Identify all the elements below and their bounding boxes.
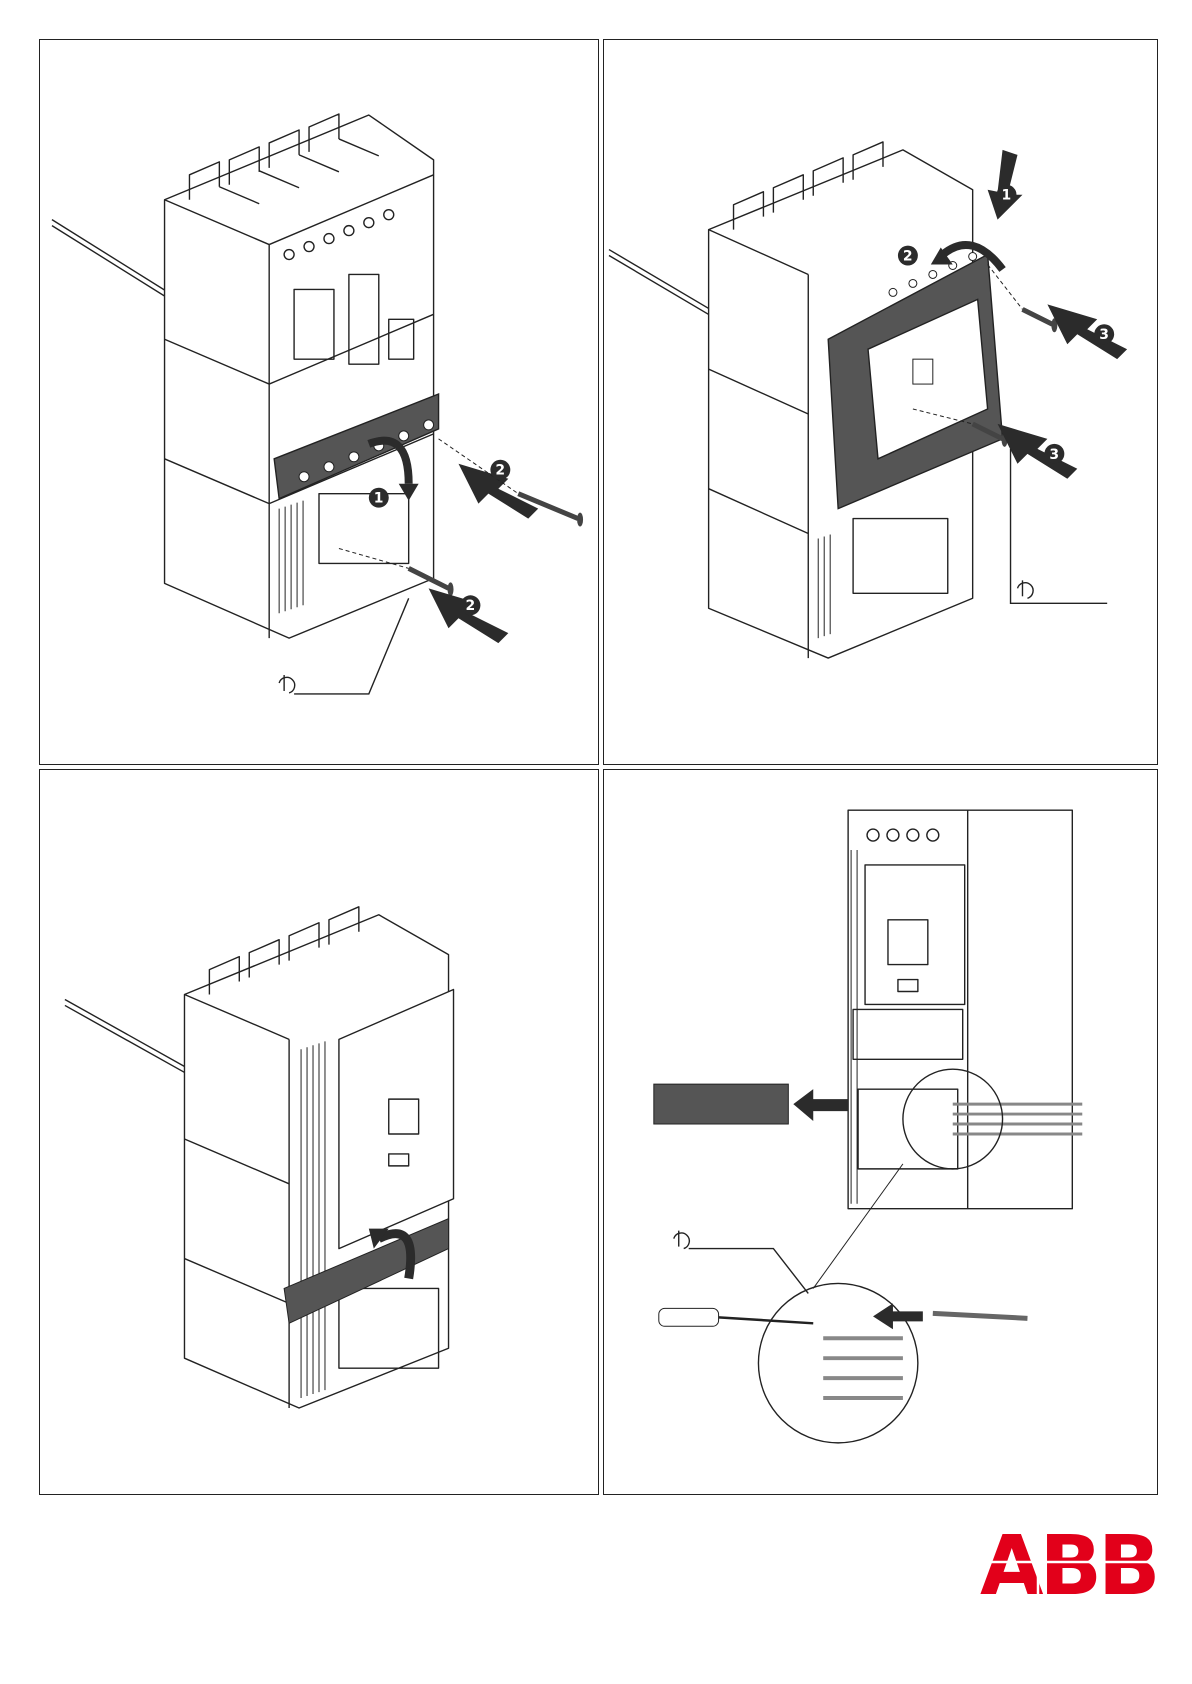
step-number-3: 3	[1099, 327, 1109, 343]
step-number-3b: 3	[1049, 447, 1059, 463]
push-arrow-icon	[998, 424, 1078, 479]
illustration-panel-1: 1 2 2	[39, 39, 599, 765]
step-number-2: 2	[903, 249, 913, 265]
abb-logo: ABB	[980, 1526, 1158, 1598]
auxiliary-wiring-drawing	[604, 770, 1157, 1494]
push-arrow-icon	[988, 150, 1023, 220]
step-number-2b: 2	[465, 598, 475, 614]
push-arrow-icon	[793, 1089, 848, 1121]
step-number-1: 1	[1002, 188, 1012, 204]
step-number-1: 1	[374, 491, 384, 507]
illustration-panel-4	[603, 769, 1158, 1495]
step-number-2: 2	[495, 463, 505, 479]
illustration-panel-2: 1 2 3 3	[603, 39, 1158, 765]
cover-fitted-drawing	[40, 770, 598, 1494]
screwdriver-icon	[659, 1308, 813, 1326]
push-arrow-icon	[873, 1303, 923, 1329]
front-cover-fitting-drawing: 1 2 3 3	[604, 40, 1157, 764]
push-arrow-icon	[1047, 304, 1127, 359]
screwdriver-rotate-icon	[674, 1231, 809, 1294]
illustration-panel-3	[39, 769, 599, 1495]
breaker-cover-removal-drawing: 1 2 2	[40, 40, 598, 764]
